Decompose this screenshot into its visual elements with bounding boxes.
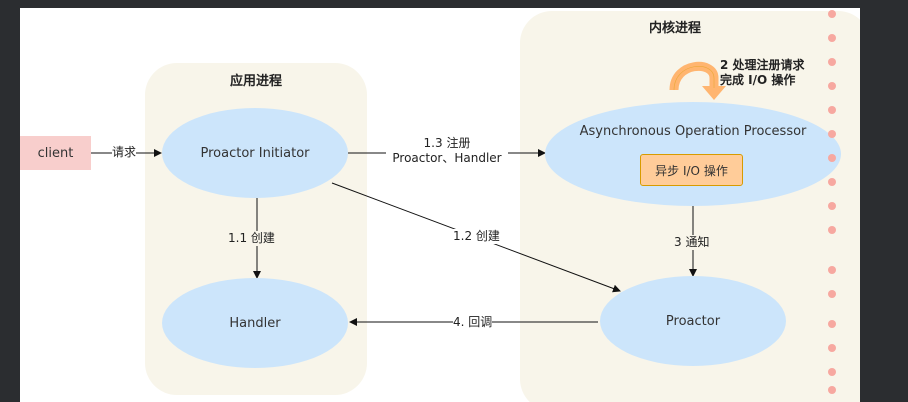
async-operation-processor-label: Asynchronous Operation Processor xyxy=(579,124,807,139)
dot xyxy=(828,58,836,66)
dot xyxy=(828,10,836,18)
dot xyxy=(828,320,836,328)
edge-label-process-line1: 2 处理注册请求 xyxy=(720,58,805,72)
client-node: client xyxy=(20,136,91,170)
kernel-process-title: 内核进程 xyxy=(648,21,701,36)
edge-label-process-line2: 完成 I/O 操作 xyxy=(720,73,796,87)
dot xyxy=(828,290,836,298)
dot xyxy=(828,154,836,162)
proactor-initiator-node: Proactor Initiator xyxy=(162,108,348,198)
dot xyxy=(828,344,836,352)
dot xyxy=(828,266,836,274)
proactor-node: Proactor xyxy=(600,276,786,366)
dot xyxy=(828,226,836,234)
dot xyxy=(828,130,836,138)
dot xyxy=(828,368,836,376)
dot xyxy=(828,34,836,42)
async-io-chip: 异步 I/O 操作 xyxy=(640,154,743,186)
async-operation-processor-node: Asynchronous Operation Processor xyxy=(545,102,841,206)
dot xyxy=(828,202,836,210)
diagram-canvas: 应用进程 内核进程 client Proactor Initiator xyxy=(20,8,860,402)
app-process-title: 应用进程 xyxy=(229,74,282,89)
handler-node: Handler xyxy=(162,278,348,368)
dot xyxy=(828,106,836,114)
loop-arrow-icon xyxy=(669,61,726,100)
edge-label-register-line2: Proactor、Handler xyxy=(392,151,502,165)
edge-label-create-handler: 1.1 创建 xyxy=(228,231,275,246)
edge-label-create-proactor: 1.2 创建 xyxy=(453,229,500,244)
edge-label-register-line1: 1.3 注册 xyxy=(423,136,471,150)
edge-label-process: 2 处理注册请求 完成 I/O 操作 xyxy=(720,58,805,88)
dot xyxy=(828,178,836,186)
edge-label-register: 1.3 注册 Proactor、Handler xyxy=(386,136,508,166)
edge-label-callback: 4. 回调 xyxy=(453,315,493,330)
dot xyxy=(828,82,836,90)
edge-label-notify: 3 通知 xyxy=(674,235,710,250)
dot xyxy=(828,386,836,394)
edge-label-request: 请求 xyxy=(112,145,137,160)
